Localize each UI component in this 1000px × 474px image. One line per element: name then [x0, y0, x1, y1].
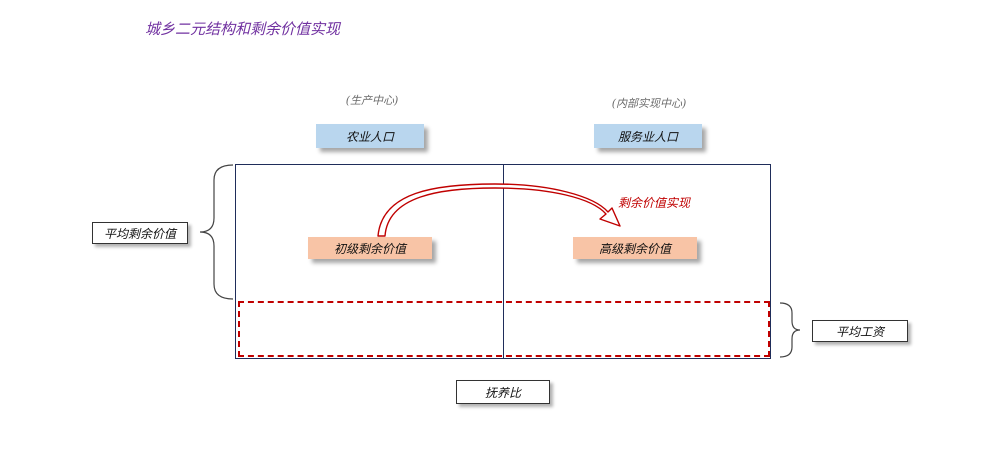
avg-wage-box: 平均工资	[812, 320, 908, 342]
page-title: 城乡二元结构和剩余价值实现	[145, 20, 341, 38]
dependency-ratio-box: 抚养比	[456, 380, 550, 404]
realization-label: 剩余价值实现	[618, 196, 691, 210]
left-column-caption: (生产中心)	[345, 94, 399, 107]
wage-dashed-region	[238, 301, 770, 357]
avg-surplus-box: 平均剩余价值	[92, 222, 188, 244]
center-divider	[503, 164, 504, 359]
realization-arrow	[377, 183, 621, 237]
service-population-box: 服务业人口	[594, 124, 702, 148]
left-brace	[199, 164, 234, 300]
primary-surplus-box: 初级剩余价值	[308, 237, 432, 259]
agricultural-population-box: 农业人口	[316, 124, 424, 148]
advanced-surplus-box: 高级剩余价值	[573, 237, 697, 259]
right-brace	[779, 302, 801, 358]
right-column-caption: (内部实现中心)	[611, 97, 687, 110]
